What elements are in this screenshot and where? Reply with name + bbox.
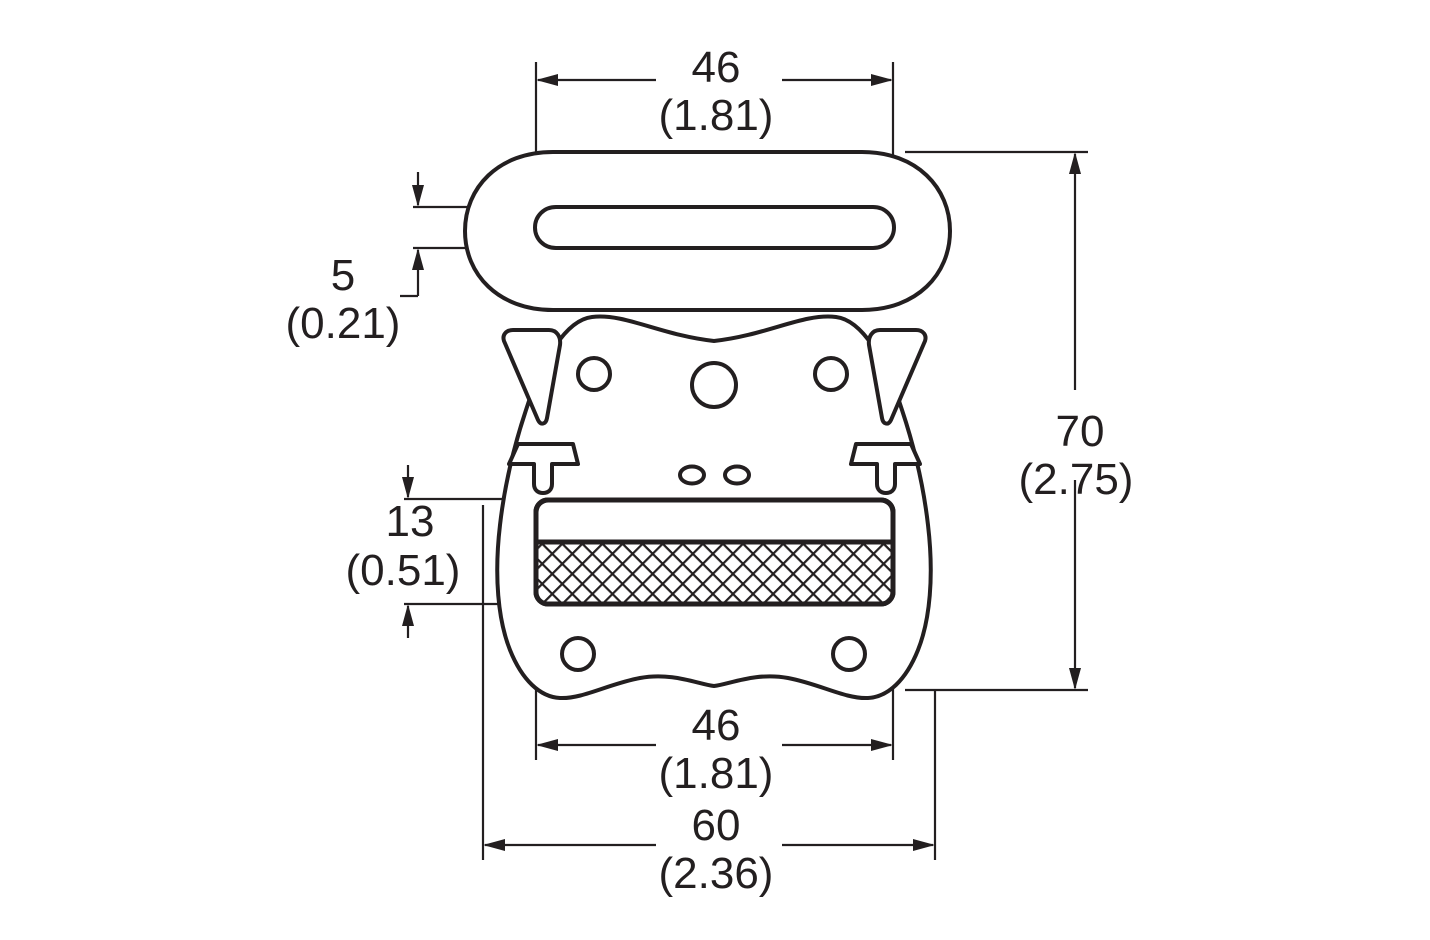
arrow-height-bottom [1069, 668, 1081, 690]
arrow-b46-left [536, 739, 558, 751]
arrow-b60-left [483, 839, 505, 851]
arrow-slot-bottom [412, 248, 424, 270]
dim-b60-imperial: (2.36) [659, 849, 774, 898]
arrow-bar-bottom [402, 604, 414, 626]
hole-lower-right [831, 636, 867, 672]
dim-b46-imperial: (1.81) [659, 749, 774, 798]
right-ear-tab [866, 328, 928, 426]
dimension-slot-height: 5 (0.21) [286, 172, 424, 348]
dim-top-metric: 46 [692, 43, 741, 92]
oval-vent-left [678, 464, 706, 486]
hole-center-large [690, 361, 738, 409]
oval-vent-right [723, 464, 751, 486]
dim-top-imperial: (1.81) [659, 91, 774, 140]
crossbar-knurl [538, 543, 891, 602]
dim-b60-metric: 60 [692, 801, 741, 850]
dimension-overall-height: 70 (2.75) [1019, 152, 1134, 690]
hole-lower-left [560, 636, 596, 672]
hole-upper-left [576, 356, 612, 392]
arrow-height-top [1069, 152, 1081, 174]
hole-upper-right [813, 356, 849, 392]
arrow-top-left [536, 74, 558, 86]
crossbar-border [533, 497, 896, 607]
dim-height-metric: 70 [1056, 407, 1105, 456]
dim-bar-metric: 13 [386, 497, 435, 546]
dim-slot-imperial: (0.21) [286, 299, 401, 348]
dim-b46-metric: 46 [692, 701, 741, 750]
dim-slot-metric: 5 [331, 251, 355, 300]
dimension-top-width: 46 (1.81) [536, 43, 893, 140]
arrow-b46-right [871, 739, 893, 751]
arrow-slot-top [412, 185, 424, 207]
dim-height-imperial: (2.75) [1019, 455, 1134, 504]
arrow-b60-right [913, 839, 935, 851]
dimension-bottom-inner-width: 46 (1.81) [536, 701, 893, 798]
t-slot-right [849, 442, 922, 495]
arrow-bar-top [402, 477, 414, 499]
dimension-crossbar-height: 13 (0.51) [346, 465, 461, 638]
left-ear-tab [501, 328, 563, 426]
dim-bar-imperial: (0.51) [346, 546, 461, 595]
top-loop-slot [533, 205, 896, 250]
arrow-top-right [871, 74, 893, 86]
t-slot-left [507, 442, 580, 495]
dimension-overall-width: 60 (2.36) [483, 801, 935, 898]
